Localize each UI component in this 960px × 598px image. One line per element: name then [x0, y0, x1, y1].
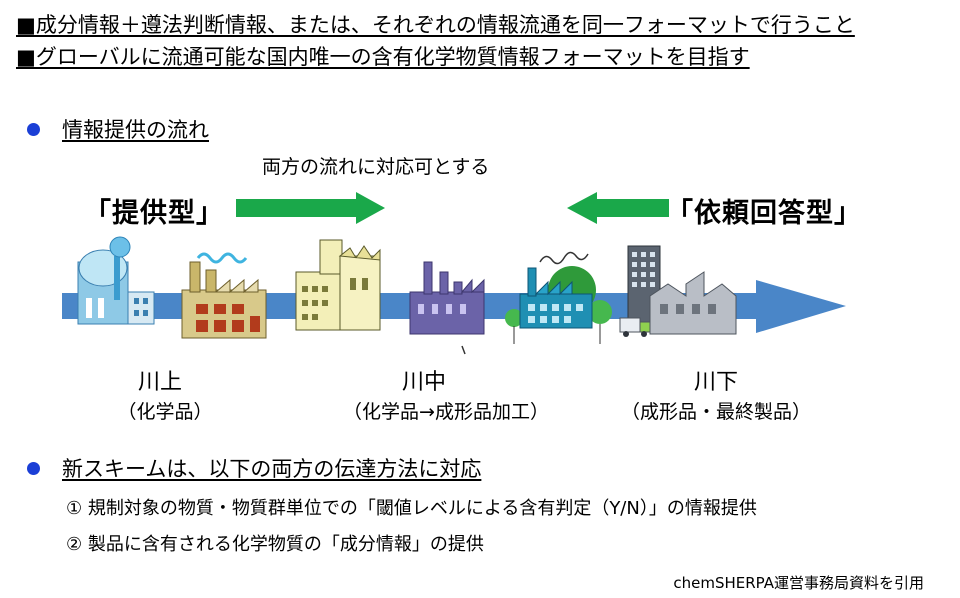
stage-upstream-sub: （化学品） — [117, 401, 213, 423]
bullet-dot-2 — [27, 462, 40, 475]
headline-2: ■グローバルに流通可能な国内唯一の含有化学物質情報フォーマットを目指す — [16, 45, 750, 69]
request-answer-type-label: 「依頼回答型」 — [666, 198, 862, 229]
flow-caption: 両方の流れに対応可とする — [262, 156, 490, 178]
bullet-dot-1 — [27, 123, 40, 136]
supply-type-label: 「提供型」 — [84, 198, 224, 229]
downstream-factory-icon — [619, 245, 737, 337]
chemical-plant-icon — [77, 236, 155, 325]
stage-downstream-label: 川下 — [693, 370, 738, 395]
headline-1: ■成分情報＋遵法判断情報、または、それぞれの情報流通を同一フォーマットで行うこと — [16, 13, 855, 37]
factory-icon — [181, 252, 267, 339]
scheme-item-1: ① 規制対象の物質・物質群単位での「閾値レベルによる含有判定（Y/N）」の情報提… — [66, 498, 757, 519]
eco-factory-icon — [505, 251, 612, 344]
stage-upstream-label: 川上 — [137, 370, 182, 395]
processing-plant-icon — [295, 239, 381, 331]
stage-midstream-label: 川中 — [401, 370, 446, 395]
stage-downstream-sub: （成形品・最終製品） — [620, 401, 811, 423]
section2-heading: 新スキームは、以下の両方の伝達方法に対応 — [62, 457, 482, 481]
scheme-item-2: ② 製品に含有される化学物質の「成分情報」の提供 — [66, 534, 484, 555]
section1-heading: 情報提供の流れ — [62, 118, 209, 142]
stage-midstream-sub: （化学品→成形品加工） — [343, 401, 549, 423]
industrial-factory-icon — [409, 261, 485, 355]
green-arrow-left — [567, 192, 669, 224]
green-arrow-right — [236, 192, 385, 224]
source-credit: chemSHERPA運営事務局資料を引用 — [673, 574, 924, 592]
